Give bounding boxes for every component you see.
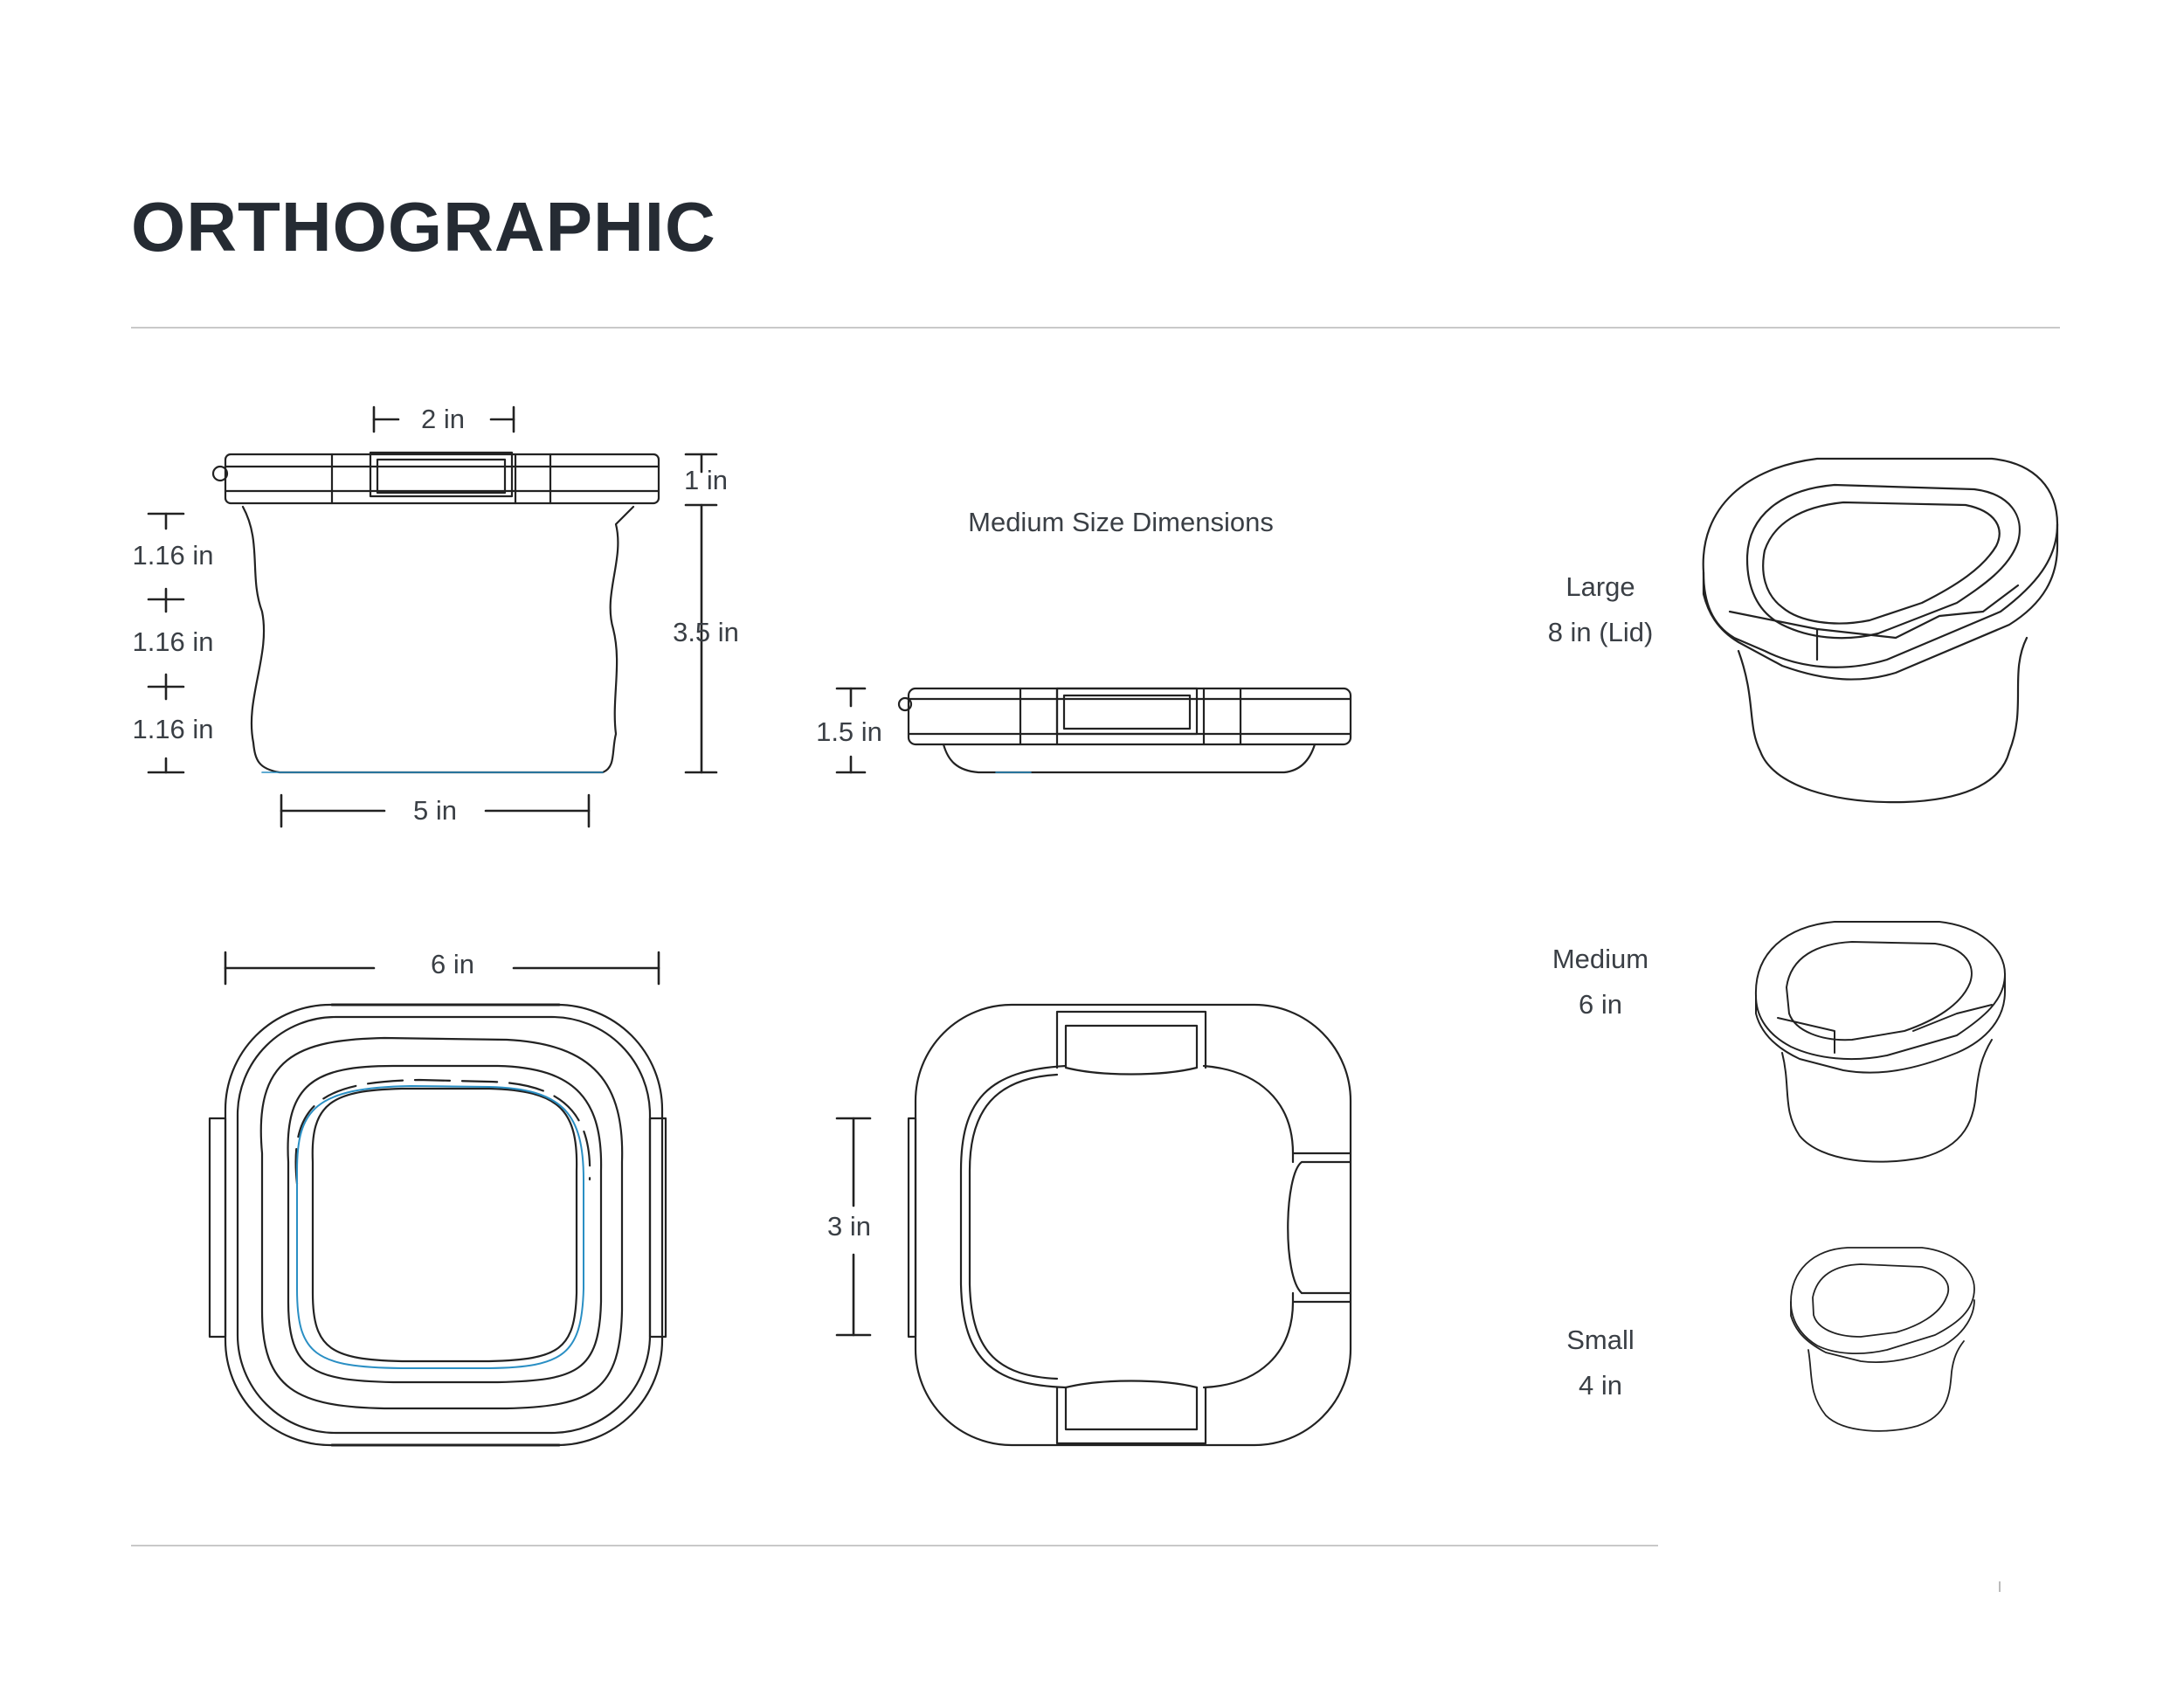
dimension-lines-lid bbox=[835, 1117, 872, 1337]
isometric-medium bbox=[1754, 921, 2006, 1163]
size-medium-dim: 6 in bbox=[1579, 989, 1622, 1020]
bottom-divider bbox=[131, 1545, 1658, 1546]
drawing-labels: 2 in 1 in 1.16 in 1.16 in 1.16 in 3.5 in… bbox=[132, 404, 1653, 1401]
dimension-lines-collapsed bbox=[835, 687, 867, 774]
diagram-heading: Medium Size Dimensions bbox=[968, 507, 1274, 537]
size-large-dim: 8 in (Lid) bbox=[1548, 617, 1654, 647]
top-divider bbox=[131, 327, 2060, 329]
size-medium-name: Medium bbox=[1552, 944, 1648, 974]
dim-label-collapsed-height: 1.5 in bbox=[816, 716, 882, 747]
dim-label-body-height: 3.5 in bbox=[673, 617, 739, 647]
page-marker bbox=[1999, 1581, 2001, 1592]
size-small-dim: 4 in bbox=[1579, 1370, 1622, 1401]
lid-plan-view bbox=[907, 1003, 1352, 1447]
dimension-lines-top bbox=[224, 951, 660, 986]
size-small-name: Small bbox=[1566, 1325, 1635, 1355]
dim-label-segment-1: 1.16 in bbox=[132, 540, 213, 571]
top-plan-view bbox=[208, 1003, 667, 1447]
isometric-small bbox=[1790, 1247, 1975, 1432]
dim-label-segment-2: 1.16 in bbox=[132, 626, 213, 657]
dim-label-segment-3: 1.16 in bbox=[132, 714, 213, 744]
dimension-lines-front bbox=[147, 405, 718, 828]
dim-label-top-width: 6 in bbox=[431, 949, 474, 979]
dim-label-tab-span: 3 in bbox=[827, 1211, 871, 1242]
page-title: ORTHOGRAPHIC bbox=[131, 188, 716, 266]
dim-label-2in: 2 in bbox=[421, 404, 465, 434]
dim-label-base-width: 5 in bbox=[413, 795, 457, 826]
collapsed-elevation-view bbox=[897, 687, 1352, 774]
front-elevation-view bbox=[211, 451, 660, 774]
isometric-large bbox=[1702, 457, 2059, 804]
size-large-name: Large bbox=[1565, 571, 1635, 602]
dim-label-1in: 1 in bbox=[684, 465, 728, 495]
